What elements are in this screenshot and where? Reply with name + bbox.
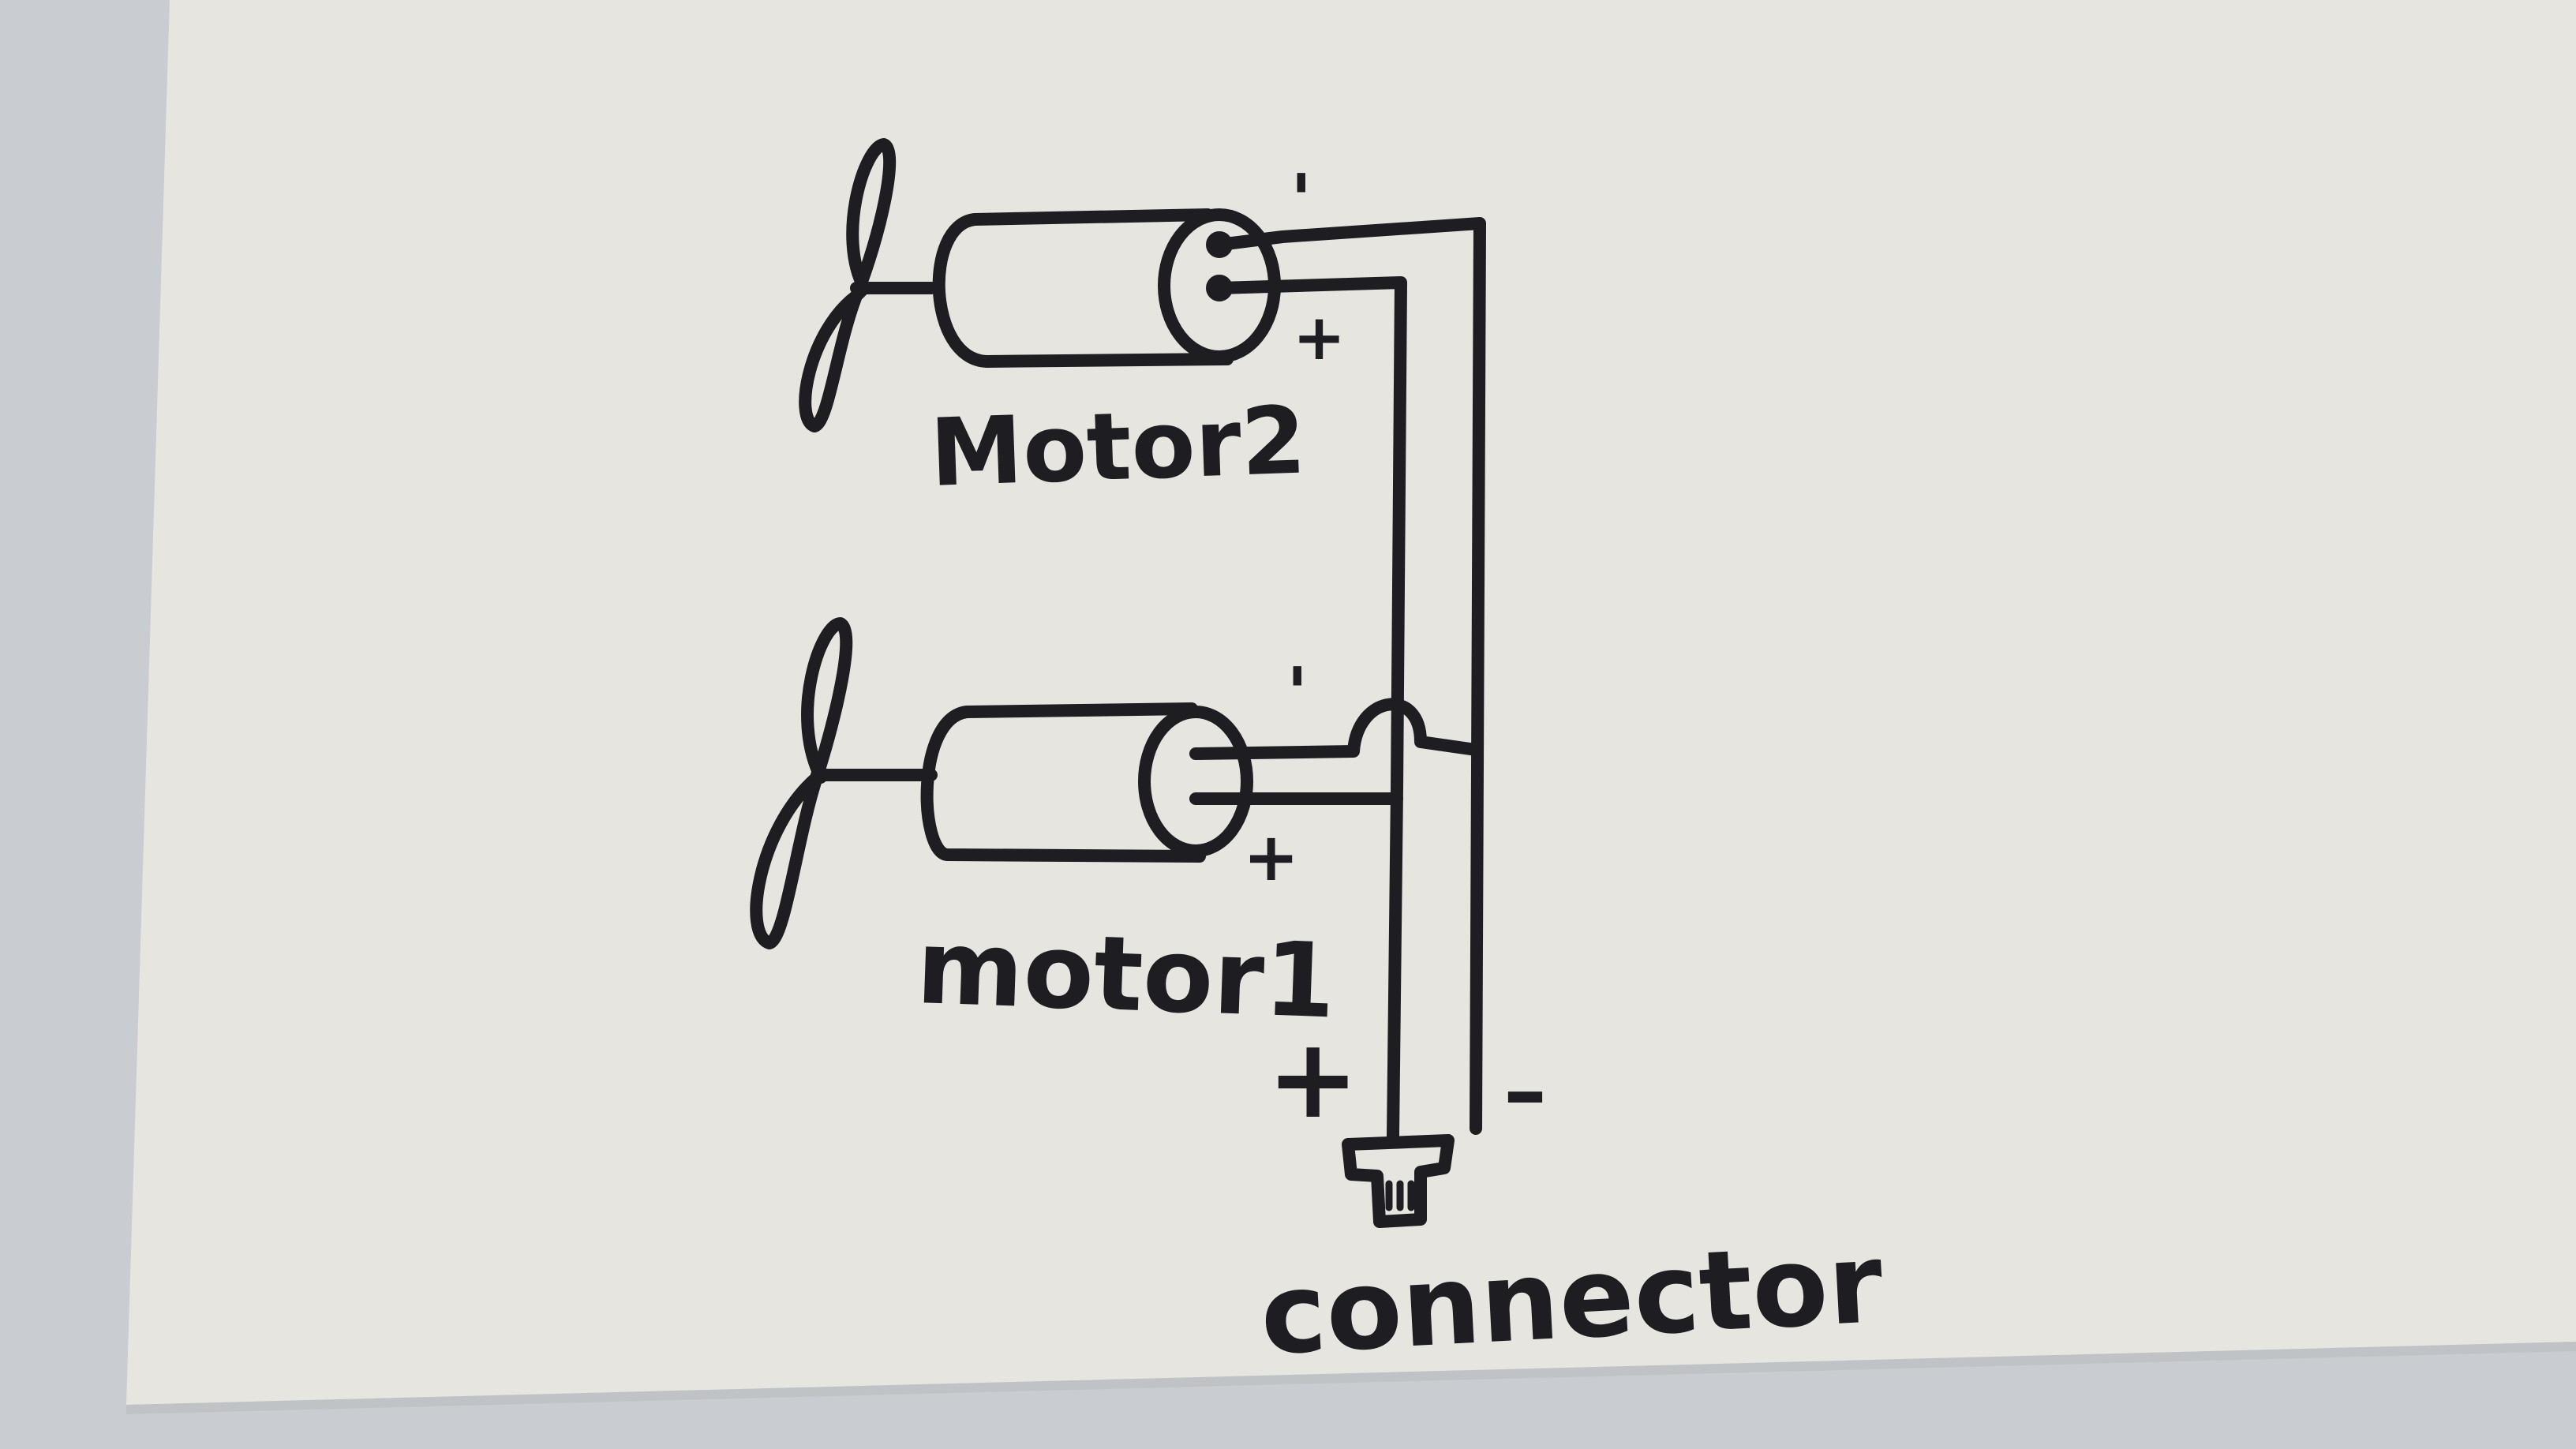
wire-motor1-negative	[1189, 698, 1482, 760]
motor2-minus-label: '	[1290, 159, 1312, 242]
motor1-minus-label: '	[1286, 653, 1309, 736]
connector-icon	[1342, 1134, 1455, 1228]
wire-negative	[1213, 217, 1486, 1135]
propeller-icon	[799, 138, 897, 432]
motor-bottom-endcap	[1138, 706, 1253, 857]
main-plus-label: +	[1267, 1015, 1359, 1144]
motor-bottom	[811, 702, 1253, 863]
motor1-plus-label: +	[1243, 818, 1299, 897]
propeller-top	[799, 138, 897, 432]
motor-icon	[932, 208, 1234, 368]
motor1-label: motor1	[915, 907, 1338, 1041]
motor-icon	[920, 702, 1206, 863]
motor2-plus-label: +	[1293, 301, 1346, 374]
propeller-bottom	[750, 617, 853, 949]
wire-positive	[1213, 276, 1407, 1143]
paper-shadow	[126, 1342, 2576, 1414]
propeller-icon	[750, 617, 853, 949]
motor2-label: Motor2	[928, 385, 1308, 507]
connector	[1342, 1134, 1455, 1228]
main-minus-label: –	[1503, 1040, 1547, 1141]
paper-sheet	[126, 0, 2576, 1405]
